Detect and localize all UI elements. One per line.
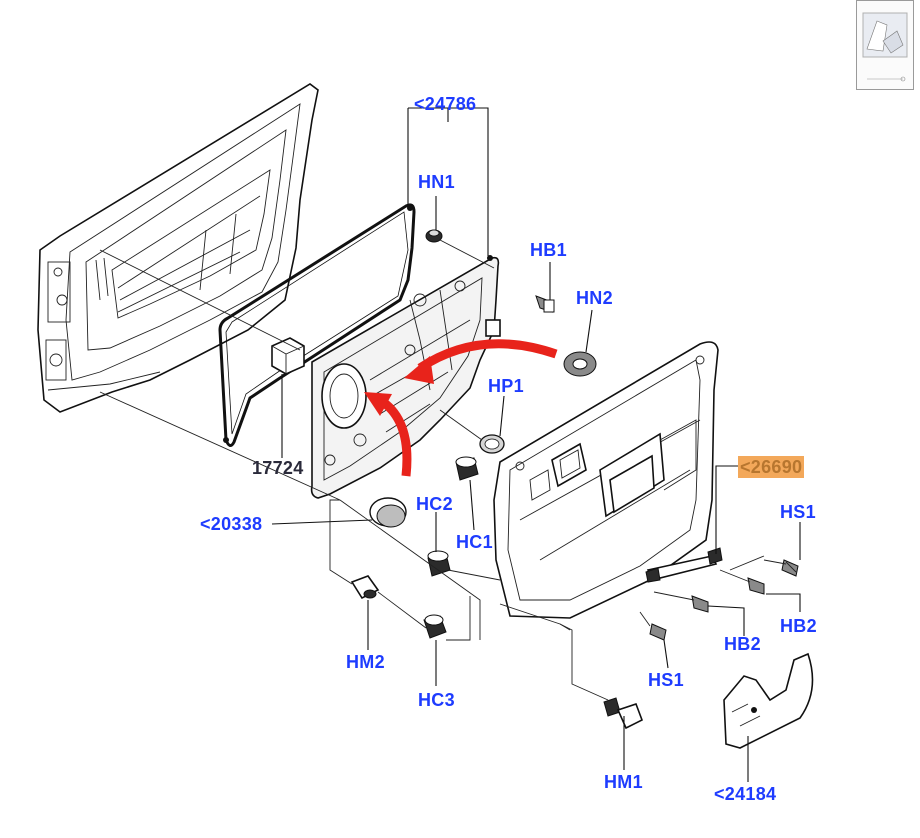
hc3-clip (423, 614, 447, 639)
hb1-bolt (535, 295, 555, 313)
hm1-rivet (603, 697, 644, 730)
hm2-rivet (350, 575, 380, 600)
callout-24184[interactable]: <24184 (714, 784, 777, 804)
callout-20338[interactable]: <20338 (200, 514, 263, 534)
hn2-grommet (563, 351, 597, 377)
callout-hb2-mid[interactable]: HB2 (724, 634, 761, 654)
callout-hb2-right[interactable]: HB2 (780, 616, 817, 636)
callout-17724[interactable]: 17724 (252, 458, 304, 478)
callout-hc2[interactable]: HC2 (416, 494, 453, 514)
callout-hm2[interactable]: HM2 (346, 652, 385, 672)
callout-hp1[interactable]: HP1 (488, 376, 524, 396)
hc1-clip (455, 456, 479, 481)
part-20338-cap (369, 497, 407, 528)
door-shell (37, 83, 319, 413)
door-trim-panel (493, 341, 719, 619)
callout-hc1[interactable]: HC1 (456, 532, 493, 552)
hn1-nut (425, 229, 443, 243)
hp1-plug (479, 434, 505, 454)
part-24184-cover (723, 652, 814, 749)
red-arrows (364, 339, 558, 477)
callout-hn2[interactable]: HN2 (576, 288, 613, 308)
callout-hs1-bottom[interactable]: HS1 (648, 670, 684, 690)
door-pull-handle (645, 547, 723, 583)
diagram-thumbnail[interactable] (856, 0, 914, 90)
callout-hm1[interactable]: HM1 (604, 772, 643, 792)
hs1-top-screw (781, 559, 799, 577)
part-17724-block (271, 337, 305, 375)
callout-hc3[interactable]: HC3 (418, 690, 455, 710)
hc2-clip (427, 550, 451, 577)
callout-hb1[interactable]: HB1 (530, 240, 567, 260)
hb2-mid-bolt (691, 595, 709, 613)
callout-hs1-top[interactable]: HS1 (780, 502, 816, 522)
callout-hn1[interactable]: HN1 (418, 172, 455, 192)
callout-24786[interactable]: <24786 (414, 94, 477, 114)
hs1-bottom-screw (649, 623, 667, 641)
door-seal (218, 203, 416, 447)
callout-26690[interactable]: <26690 (738, 456, 805, 478)
hb2-right-bolt (747, 577, 765, 595)
leader-lines (99, 107, 801, 782)
